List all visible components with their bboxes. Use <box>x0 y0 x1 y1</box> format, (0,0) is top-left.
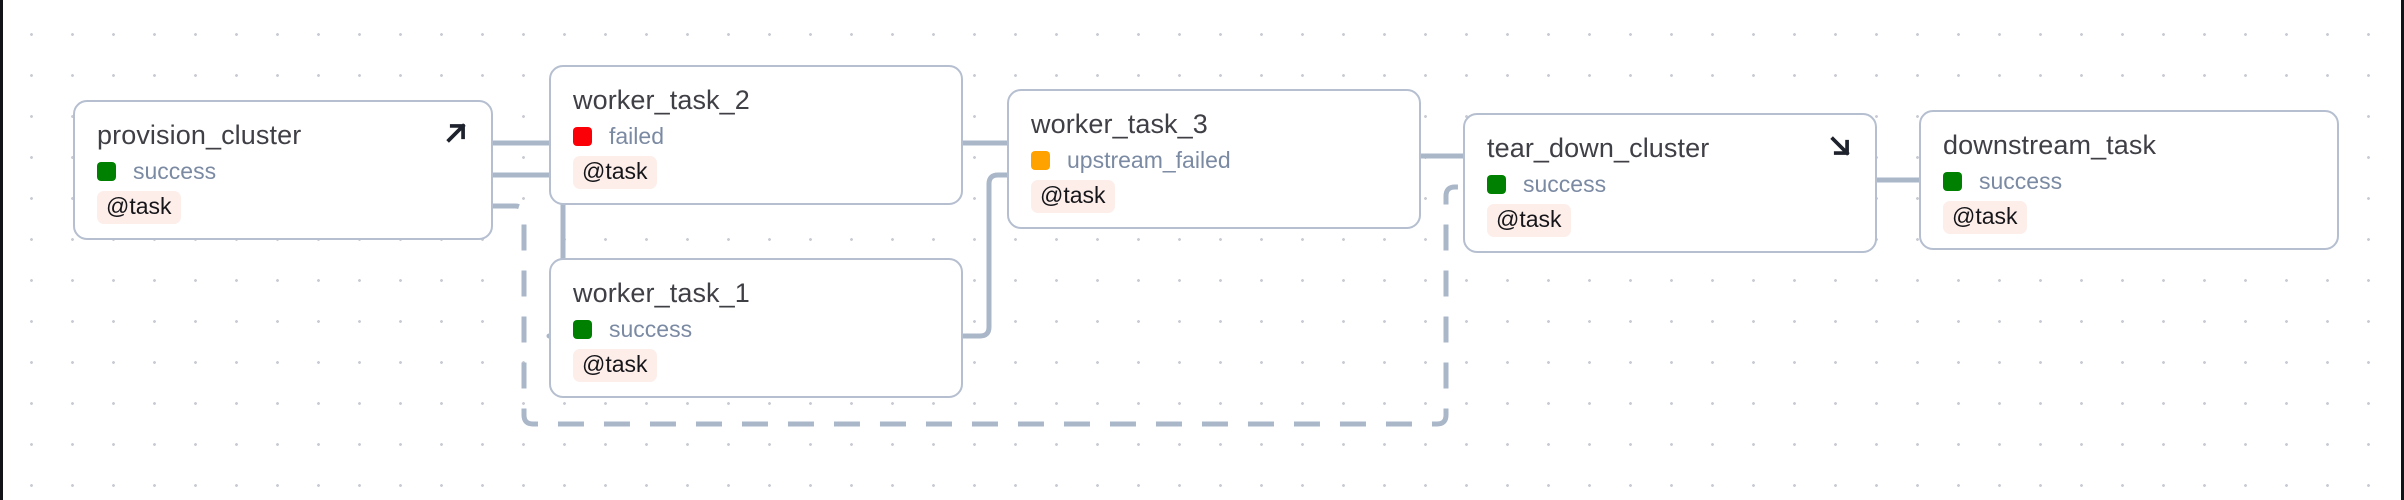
arrow-up-right-icon[interactable] <box>439 116 473 150</box>
node-title: worker_task_1 <box>573 278 750 308</box>
status-color-chip <box>1487 175 1506 195</box>
node-status-row: success <box>573 316 939 343</box>
operator-badge: @task <box>97 190 181 224</box>
status-color-chip <box>97 162 116 182</box>
operator-badge: @task <box>573 348 657 382</box>
status-color-chip <box>1031 151 1050 171</box>
dag-node-downstream-task[interactable]: downstream_task success @task <box>1919 110 2339 250</box>
status-label: failed <box>609 123 664 150</box>
dag-node-worker-task-3[interactable]: worker_task_3 upstream_failed @task <box>1007 89 1421 229</box>
node-status-row: success <box>1943 168 2315 195</box>
status-color-chip <box>573 127 592 147</box>
status-label: upstream_failed <box>1067 147 1231 174</box>
status-label: success <box>133 158 217 185</box>
status-color-chip <box>1943 172 1962 192</box>
operator-badge: @task <box>1031 179 1115 213</box>
node-title: tear_down_cluster <box>1487 133 1710 163</box>
operator-badge: @task <box>1487 203 1571 237</box>
operator-badge: @task <box>573 155 657 189</box>
node-title: worker_task_3 <box>1031 109 1208 139</box>
arrow-down-right-icon[interactable] <box>1823 129 1857 163</box>
node-title: downstream_task <box>1943 130 2157 160</box>
node-title: provision_cluster <box>97 120 302 150</box>
status-color-chip <box>573 320 592 340</box>
edges-layer <box>490 140 1922 427</box>
node-status-row: success <box>1487 171 1853 198</box>
status-label: success <box>609 316 693 343</box>
edge-worker_task_1-worker_task_3 <box>960 172 1010 339</box>
node-status-row: failed <box>573 123 939 150</box>
operator-badge: @task <box>1943 200 2027 234</box>
node-status-row: success <box>97 158 469 185</box>
node-title: worker_task_2 <box>573 85 750 115</box>
dag-node-worker-task-2[interactable]: worker_task_2 failed @task <box>549 65 963 205</box>
node-status-row: upstream_failed <box>1031 147 1397 174</box>
dag-node-provision-cluster[interactable]: provision_cluster success @task <box>73 100 493 240</box>
status-label: success <box>1979 168 2063 195</box>
status-label: success <box>1523 171 1607 198</box>
dag-node-tear-down-cluster[interactable]: tear_down_cluster success @task <box>1463 113 1877 253</box>
dag-node-worker-task-1[interactable]: worker_task_1 success @task <box>549 258 963 398</box>
